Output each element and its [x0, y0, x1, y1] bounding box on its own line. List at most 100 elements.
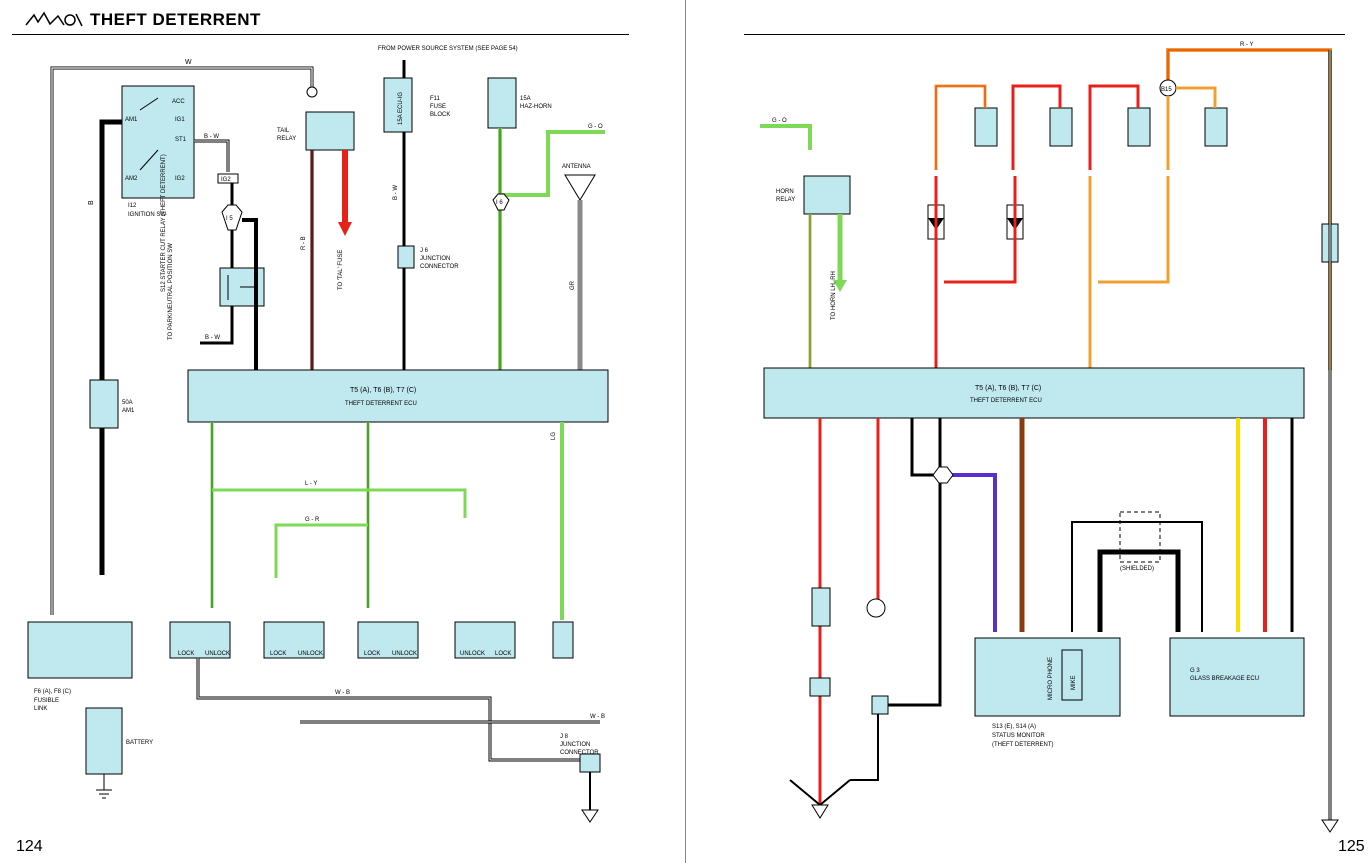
svg-text:JUNCTION: JUNCTION [560, 742, 590, 748]
fusible-label: F6 (A), F8 (C) [34, 689, 71, 695]
wb-label-2: W - B [590, 714, 605, 720]
i12-right-switch [811, 587, 831, 627]
p5-unlock: UNLOCK [205, 651, 230, 657]
page-number-left: 124 [16, 838, 43, 855]
status-label: S13 (E), S14 (A) [992, 724, 1036, 730]
svg-text:HORN: HORN [776, 189, 794, 195]
rb-label: R - B [301, 236, 307, 250]
ig-ig1-label: IG1 [175, 117, 185, 123]
svg-text:I 6: I 6 [496, 200, 503, 206]
d24-lock: LOCK [495, 651, 511, 657]
power-source-label: FROM POWER SOURCE SYSTEM (SEE PAGE 54) [378, 46, 518, 52]
mike-box [1061, 649, 1083, 701]
left-ecu [187, 369, 609, 423]
shielded-label: (SHIELDED) [1120, 566, 1154, 572]
svg-text:J 8: J 8 [560, 734, 569, 740]
right-page: 125 [686, 0, 1371, 863]
to-park-label: TO PARK/NEUTRAL POSITION SW [168, 243, 174, 340]
d21-lock: LOCK [270, 651, 286, 657]
d21-switch [263, 621, 325, 659]
b-wire-label: B [88, 200, 95, 205]
i5-connector [221, 204, 243, 231]
ig-st1-label: ST1 [175, 137, 187, 143]
svg-text:IG2: IG2 [221, 177, 231, 183]
ry-top-label: R - Y [1240, 42, 1254, 48]
go-label: G - O [588, 124, 603, 130]
fusible-link [27, 621, 133, 679]
b-thick-wire [99, 119, 122, 575]
ignition-label: IGNITION SW [128, 212, 166, 218]
fuse-f11-label: F11 [430, 96, 441, 102]
p5-switch [169, 621, 231, 659]
svg-text:15A: 15A [520, 96, 531, 102]
page-number-right: 125 [1338, 838, 1365, 855]
battery-label: BATTERY [126, 740, 153, 746]
horn-relay [803, 175, 851, 215]
d22-unlock: UNLOCK [392, 651, 417, 657]
antenna-label: ANTENNA [562, 164, 591, 170]
fuse-haz-horn [487, 77, 517, 129]
d22-switch [357, 621, 419, 659]
j8-connector [579, 753, 601, 773]
go-right-label: G - O [772, 118, 787, 124]
d19-switch [1204, 107, 1228, 147]
right-ecu [763, 367, 1305, 419]
to-horn-label: TO HORN LH, RH [831, 271, 837, 320]
bw-label-3: B - W [393, 185, 399, 200]
j2-connector [871, 695, 889, 715]
bw-label-2: B - W [205, 335, 220, 341]
manual-logo-icon [24, 10, 84, 33]
ly-label: L - Y [305, 481, 317, 487]
svg-text:JUNCTION: JUNCTION [420, 256, 450, 262]
left-ecu-name: THEFT DETERRENT ECU [345, 401, 417, 407]
i5-right-connector [932, 466, 954, 484]
svg-text:CONNECTOR: CONNECTOR [560, 750, 599, 756]
d24-unlock: UNLOCK [460, 651, 485, 657]
svg-text:LINK: LINK [34, 706, 47, 712]
bw-label: B - W [204, 134, 219, 140]
svg-text:FUSE: FUSE [430, 104, 446, 110]
svg-text:HAZ-HORN: HAZ-HORN [520, 104, 552, 110]
svg-text:FUSIBLE: FUSIBLE [34, 698, 59, 704]
gr2-label: G - R [305, 517, 320, 523]
ignition-switch [121, 85, 195, 199]
svg-text:AM1: AM1 [122, 408, 135, 414]
svg-text:CONNECTOR: CONNECTOR [420, 264, 459, 270]
d22-lock: LOCK [364, 651, 380, 657]
svg-text:BLOCK: BLOCK [430, 112, 450, 118]
g3-label: GLASS BREAKAGE ECU [1190, 676, 1259, 682]
mike-label: MIKE [1071, 675, 1077, 690]
lg-label: LG [551, 432, 557, 440]
svg-text:RELAY: RELAY [277, 136, 296, 142]
left-ecu-pins: T5 (A), T6 (B), T7 (C) [350, 387, 416, 394]
ig-acc-label: ACC [172, 99, 185, 105]
micro-label: MICRO PHONE [1048, 657, 1054, 700]
svg-text:RELAY: RELAY [776, 197, 795, 203]
ig-ig2-label: IG2 [175, 176, 185, 182]
d20-switch [1127, 107, 1151, 147]
to-tail-label: TO 'TAL' FUSE [338, 250, 344, 290]
j7-connector [809, 677, 831, 697]
page-gutter [685, 0, 686, 863]
d21-unlock: UNLOCK [298, 651, 323, 657]
svg-text:G 3: G 3 [1190, 668, 1200, 674]
tail-relay-label: TAIL [277, 128, 290, 134]
svg-text:50A: 50A [122, 400, 133, 406]
p5-lock: LOCK [178, 651, 194, 657]
glass-breakage-ecu [1169, 637, 1305, 717]
am1-fuse [89, 379, 119, 429]
fuse-f11 [383, 77, 413, 133]
page-title: THEFT DETERRENT [90, 10, 261, 29]
svg-text:J 6: J 6 [420, 248, 429, 254]
top-w-label: W [185, 59, 192, 66]
wb-label-1: W - B [335, 690, 350, 696]
j6-connector [397, 245, 415, 269]
ig-am2-label: AM2 [125, 176, 138, 182]
header-rule-right [744, 34, 1345, 35]
svg-text:(THEFT DETERRENT): (THEFT DETERRENT) [992, 742, 1054, 748]
svg-text:15A ECU-IG: 15A ECU-IG [398, 92, 404, 125]
buzzer [866, 598, 886, 618]
svg-text:STATUS MONITOR: STATUS MONITOR [992, 733, 1045, 739]
ig-am1-label: AM1 [125, 117, 138, 123]
